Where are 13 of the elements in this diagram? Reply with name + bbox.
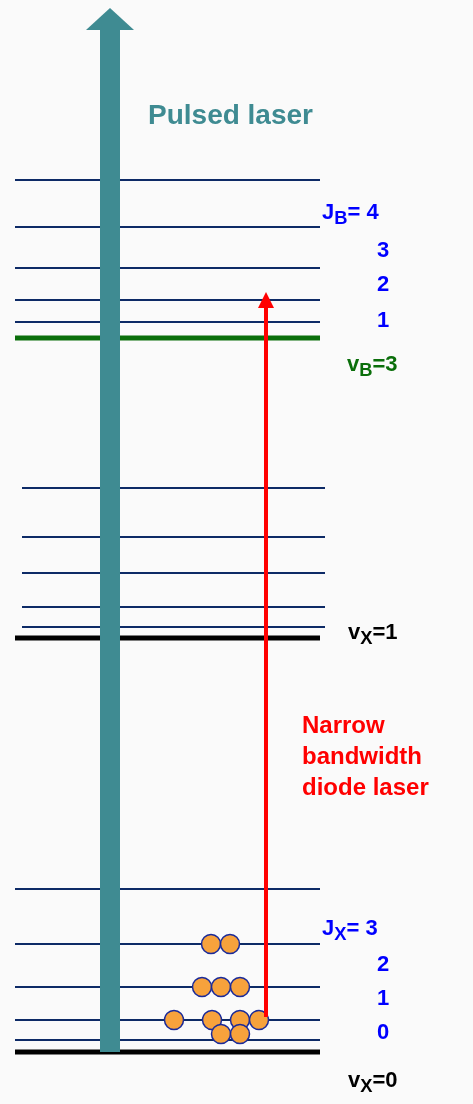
level-label: 1 [377,986,390,1011]
level-label: J$_{X}$= 3 [322,916,378,945]
level-label: 0 [377,1020,390,1045]
level-label: v$_{X}$=0 [348,1068,398,1097]
level-label: v$_{B}$=3 [347,352,398,381]
laser-label: Pulsed laser [148,100,313,131]
level-label: 1 [377,308,390,333]
laser-label: Narrow bandwidth diode laser [302,710,430,803]
level-label: J$_{B}$= 4 [322,200,379,229]
level-label: 3 [377,238,390,263]
level-label: 2 [377,952,390,977]
level-label: 2 [377,272,390,297]
level-label: v$_{X}$=1 [348,620,398,649]
